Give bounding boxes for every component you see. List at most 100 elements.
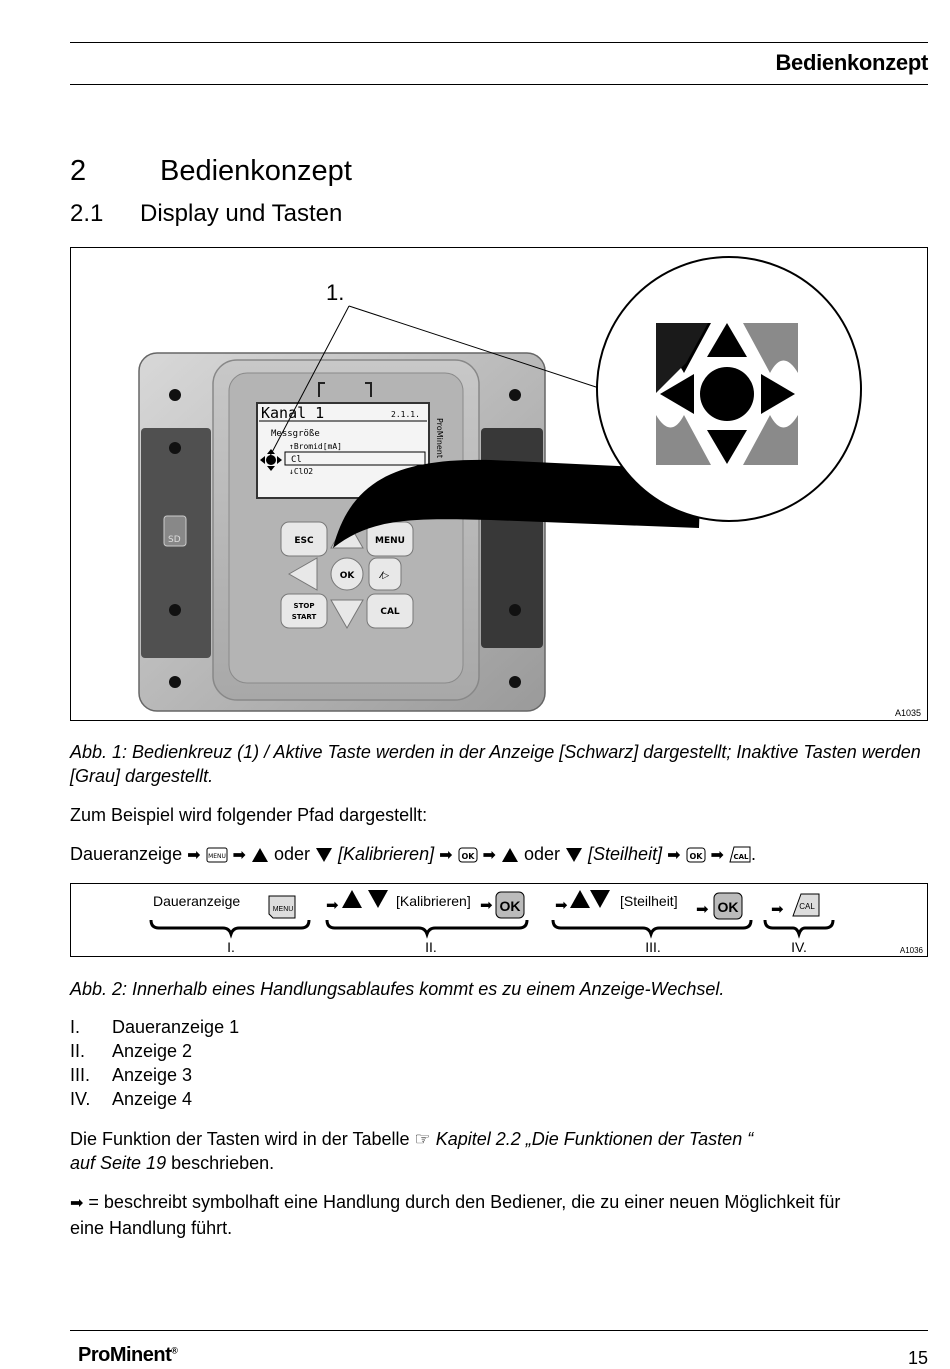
play-key <box>368 557 402 591</box>
section-title: Display und Tasten <box>140 200 343 227</box>
action-arrow-icon: ➡ <box>232 847 246 864</box>
path-or-2: oder <box>523 844 560 864</box>
esc-key <box>280 521 328 557</box>
menu-key-icon: MENU <box>268 895 296 919</box>
header-bottom-rule <box>70 84 928 85</box>
path-or-1: oder <box>273 844 310 864</box>
action-arrow-icon: ➡ <box>326 897 339 914</box>
svg-text:OK: OK <box>689 852 703 861</box>
menu-label: MENU <box>375 536 405 546</box>
list-item: IV.Anzeige 4 <box>70 1089 193 1109</box>
lcd-line3: ↑Bromid[mA] <box>289 442 342 451</box>
prominent-logo: ProMinent® <box>78 1344 178 1366</box>
controller-illustration: SD Kanal 1 2.1.1. Messgröße ↑Bromid[mA] … <box>138 256 921 718</box>
running-header-title: Bedienkonzept <box>775 50 928 75</box>
lcd-line2: Messgröße <box>271 429 320 439</box>
roman-III: III. <box>645 939 661 955</box>
action-arrow-icon: ➡ <box>667 847 681 864</box>
cal-key-icon: CAL <box>792 893 820 917</box>
up-key-icon <box>570 890 590 908</box>
brace-IV <box>763 919 835 939</box>
svg-text:MENU: MENU <box>208 853 226 860</box>
screw <box>509 389 521 401</box>
path-example: Daueranzeige ➡ MENU ➡ oder [Kalibrieren]… <box>70 842 928 868</box>
roman-I: I. <box>227 939 235 955</box>
ok-label: OK <box>340 571 356 581</box>
action-arrow-icon: ➡ <box>187 847 201 864</box>
roman-II: II. <box>425 939 437 955</box>
left-key <box>287 557 318 591</box>
path-start: Daueranzeige <box>70 844 183 864</box>
svg-text:OK: OK <box>718 899 739 915</box>
display-list: I.Daueranzeige 1 II.Anzeige 2 III.Anzeig… <box>70 1015 239 1111</box>
lcd-side-label: ProMinent <box>435 418 444 458</box>
ok-key-icon: OK <box>495 891 525 919</box>
action-arrow-icon: ➡ <box>696 901 709 918</box>
down-key-icon <box>590 890 610 908</box>
figure-1-caption: Abb. 1: Bedienkreuz (1) / Aktive Taste w… <box>70 742 921 786</box>
screw <box>509 604 521 616</box>
lcd-line1-right: 2.1.1. <box>391 410 420 419</box>
screw <box>169 676 181 688</box>
action-arrow-icon: ➡ <box>555 897 568 914</box>
seq-daueranzeige: Daueranzeige <box>153 893 240 909</box>
screw <box>169 442 181 454</box>
action-arrow-icon: ➡ <box>70 1195 84 1212</box>
stop-label: STOP <box>294 602 315 610</box>
action-arrow-icon: ➡ <box>439 847 453 864</box>
list-item: I.Daueranzeige 1 <box>70 1017 240 1037</box>
cal-label: CAL <box>380 607 400 617</box>
ok-key-icon: OK <box>686 847 706 863</box>
up-key-icon <box>251 848 268 862</box>
cal-key-icon: CAL <box>729 846 751 863</box>
screw <box>509 676 521 688</box>
down-key-icon <box>368 890 388 908</box>
down-key-icon <box>316 848 333 862</box>
down-key <box>330 599 364 630</box>
callout-label: 1. <box>326 280 344 305</box>
page-number: 15 <box>907 1348 928 1368</box>
path-end: . <box>750 844 756 864</box>
screw <box>169 604 181 616</box>
svg-text:OK: OK <box>461 852 475 861</box>
action-arrow-icon: ➡ <box>480 897 493 914</box>
path-kalibrieren: [Kalibrieren] <box>338 844 435 864</box>
figure-2-ref: A1036 <box>900 946 924 955</box>
lcd-line4: Cl <box>291 455 302 465</box>
esc-label: ESC <box>294 536 314 546</box>
xref-paragraph: Die Funktion der Tasten wird in der Tabe… <box>70 1129 754 1173</box>
brace-I <box>149 919 311 939</box>
section-number: 2.1 <box>70 200 104 227</box>
svg-text:CAL: CAL <box>799 902 815 911</box>
play-label: ⁄▷ <box>379 571 390 581</box>
link-hand-icon: ☞ <box>414 1129 431 1149</box>
chapter-number: 2 <box>70 155 87 187</box>
chapter-title: Bedienkonzept <box>160 155 352 187</box>
seq-steilheit: [Steilheit] <box>620 893 678 909</box>
down-key-icon <box>566 848 583 862</box>
up-key-icon <box>342 890 362 908</box>
brace-III <box>551 919 753 939</box>
header-top-rule <box>70 42 928 43</box>
up-key-icon <box>501 848 518 862</box>
chapter-heading: 2 Bedienkonzept <box>70 155 352 188</box>
screw <box>169 389 181 401</box>
svg-text:OK: OK <box>500 898 521 914</box>
chapter-link[interactable]: Kapitel 2.2 „Die Funktionen der Tasten “… <box>70 1129 754 1173</box>
list-item: II.Anzeige 2 <box>70 1041 193 1061</box>
figure-1-frame: SD Kanal 1 2.1.1. Messgröße ↑Bromid[mA] … <box>70 247 928 721</box>
zoom-swoosh <box>333 459 701 548</box>
roman-IV: IV. <box>791 939 807 955</box>
lcd-line5: ↓ClO2 <box>289 467 313 476</box>
start-label: START <box>292 613 317 621</box>
figure-2-frame: Daueranzeige ➡ MENU ➡ [Kalibrieren] ➡ OK… <box>70 883 928 957</box>
seq-kalibrieren: [Kalibrieren] <box>396 893 471 909</box>
figure-2-caption: Abb. 2: Innerhalb eines Handlungsablaufe… <box>70 979 725 999</box>
figure-1-ref: A1035 <box>895 708 921 718</box>
stopstart-key <box>280 593 328 629</box>
action-arrow-icon: ➡ <box>482 847 496 864</box>
footer-rule <box>70 1330 928 1331</box>
sd-label: SD <box>168 535 181 545</box>
cal-key <box>366 593 414 629</box>
example-intro: Zum Beispiel wird folgender Pfad dargest… <box>70 805 428 825</box>
